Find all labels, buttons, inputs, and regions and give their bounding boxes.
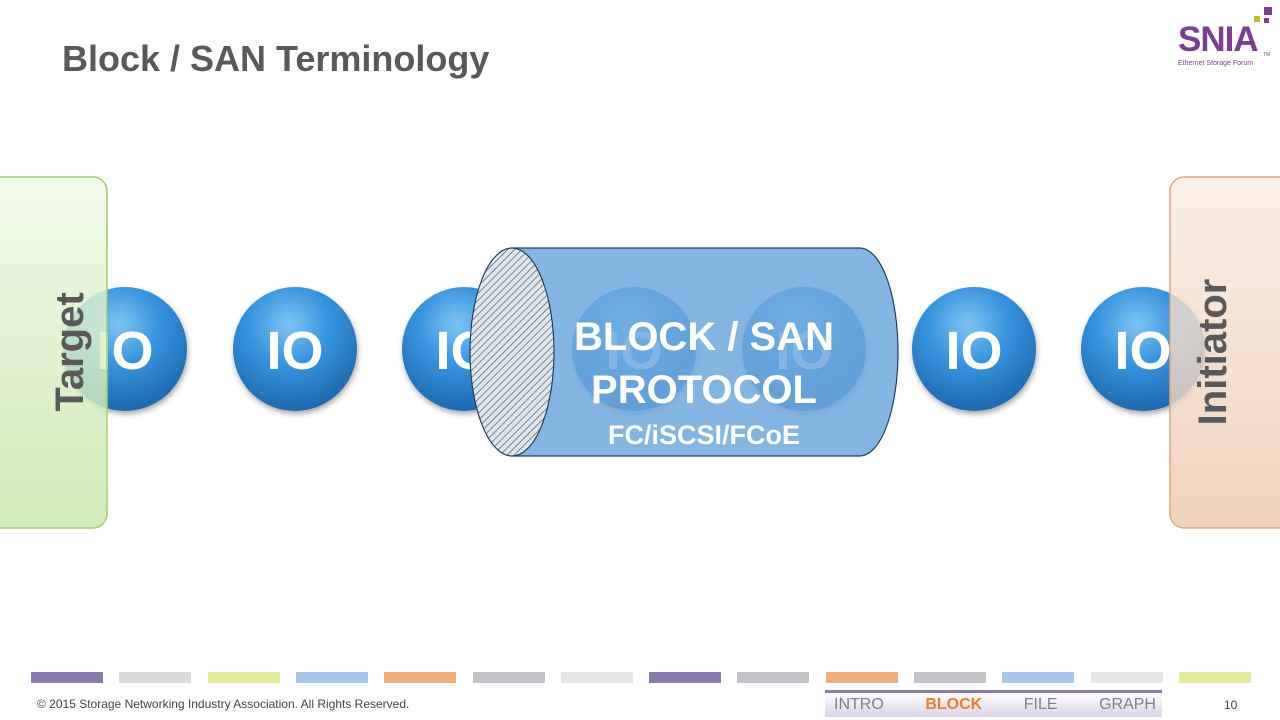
io-circle: IO bbox=[233, 287, 357, 411]
strip-segment bbox=[561, 672, 633, 683]
protocol-line-3: FC/iSCSI/FCoE bbox=[608, 420, 800, 450]
strip-segment bbox=[737, 672, 809, 683]
initiator-panel: Initiator bbox=[1169, 176, 1280, 529]
section-nav: INTRO BLOCK FILE GRAPH bbox=[825, 690, 1162, 717]
snia-logo: SNIA TM Ethernet Storage Forum bbox=[1172, 6, 1272, 72]
protocol-tube: BLOCK / SAN PROTOCOL FC/iSCSI/FCoE bbox=[469, 247, 899, 457]
nav-item-file[interactable]: FILE bbox=[1023, 696, 1058, 713]
strip-segment bbox=[826, 672, 898, 683]
strip-segment bbox=[384, 672, 456, 683]
page-number: 10 bbox=[1224, 698, 1238, 712]
logo-square-icon bbox=[1254, 16, 1260, 22]
strip-segment bbox=[649, 672, 721, 683]
nav-item-block[interactable]: BLOCK bbox=[925, 696, 983, 713]
copyright-text: © 2015 Storage Networking Industry Assoc… bbox=[37, 697, 410, 711]
initiator-label: Initiator bbox=[1191, 279, 1235, 426]
nav-item-intro[interactable]: INTRO bbox=[834, 696, 884, 713]
io-circle: IO bbox=[912, 287, 1036, 411]
protocol-line-1: BLOCK / SAN bbox=[574, 315, 834, 359]
io-label: IO bbox=[945, 321, 1002, 381]
target-label: Target bbox=[48, 292, 92, 411]
strip-segment bbox=[1002, 672, 1074, 683]
logo-square-icon bbox=[1264, 18, 1269, 23]
strip-segment bbox=[473, 672, 545, 683]
logo-tagline: Ethernet Storage Forum bbox=[1178, 60, 1254, 67]
io-label: IO bbox=[266, 321, 323, 381]
strip-segment bbox=[208, 672, 280, 683]
logo-wordmark: SNIA bbox=[1178, 20, 1259, 59]
slide-title: Block / SAN Terminology bbox=[62, 38, 490, 79]
strip-segment bbox=[119, 672, 191, 683]
strip-segment bbox=[31, 672, 103, 683]
protocol-line-2: PROTOCOL bbox=[591, 368, 817, 412]
nav-item-graph[interactable]: GRAPH bbox=[1099, 696, 1156, 713]
strip-segment bbox=[914, 672, 986, 683]
logo-square-icon bbox=[1264, 7, 1272, 15]
strip-segment bbox=[296, 672, 368, 683]
io-label: IO bbox=[1114, 321, 1171, 381]
strip-segment bbox=[1091, 672, 1163, 683]
strip-segment bbox=[1179, 672, 1251, 683]
logo-tm: TM bbox=[1263, 52, 1271, 58]
target-panel: Target bbox=[0, 176, 108, 529]
